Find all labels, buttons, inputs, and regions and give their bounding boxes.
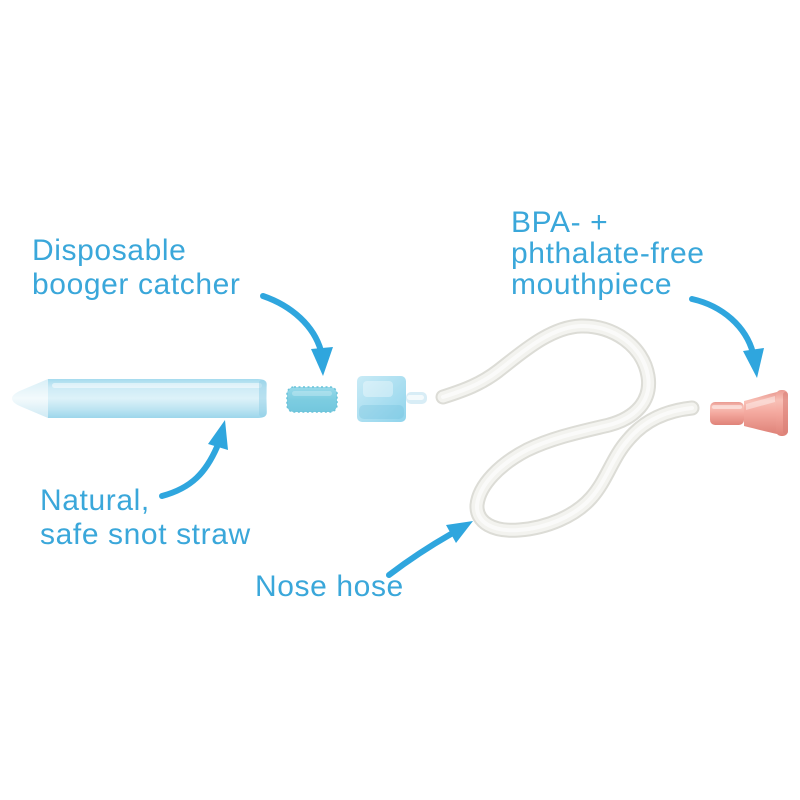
label-nose-hose: Nose hose (255, 570, 404, 603)
arrow-mouthpiece (689, 296, 764, 378)
label-mouthpiece: BPA- + phthalate-free mouthpiece (511, 206, 705, 301)
label-booger-catcher: Disposable booger catcher (32, 234, 241, 301)
foam-filter (286, 386, 338, 413)
snot-straw (12, 379, 267, 418)
mouthpiece (710, 390, 788, 436)
label-snot-straw: Natural, safe snot straw (40, 484, 251, 551)
nose-hose-tube (435, 318, 700, 538)
arrow-booger-catcher (260, 293, 333, 376)
arrow-snot-straw (159, 420, 228, 499)
collar-cap (357, 376, 427, 422)
arrow-nose-hose (386, 521, 473, 578)
